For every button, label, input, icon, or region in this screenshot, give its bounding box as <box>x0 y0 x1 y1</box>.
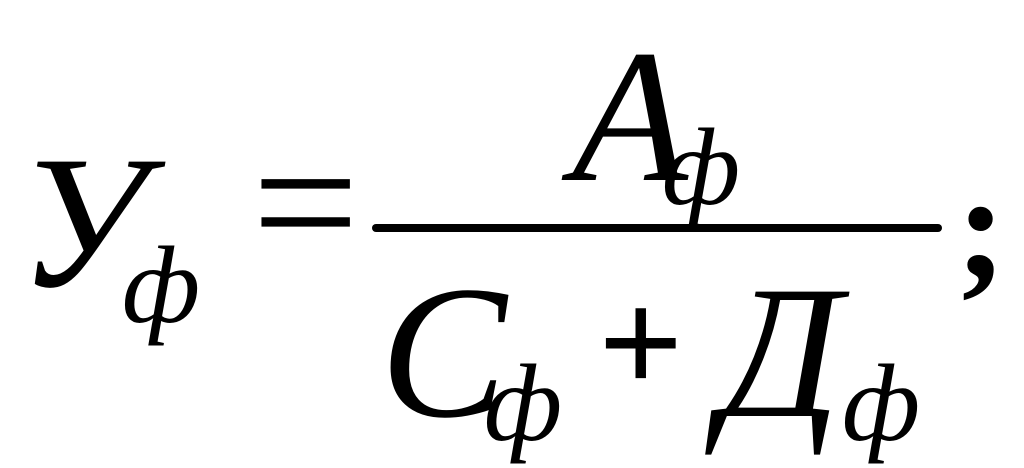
equals-sign: = <box>252 98 360 308</box>
denominator-term2-symbol: Д <box>720 248 841 458</box>
denominator-term2-subscript: ф <box>842 342 921 464</box>
semicolon: ; <box>956 144 1006 310</box>
plus-sign: + <box>598 260 684 426</box>
lhs-symbol: У <box>18 118 146 328</box>
numerator-subscript: ф <box>662 106 741 228</box>
denominator-term1-symbol: С <box>380 248 507 458</box>
lhs-subscript: ф <box>122 224 201 346</box>
denominator-term1-subscript: ф <box>484 342 563 464</box>
numerator-symbol: А <box>572 12 689 222</box>
fraction-bar <box>372 224 942 232</box>
